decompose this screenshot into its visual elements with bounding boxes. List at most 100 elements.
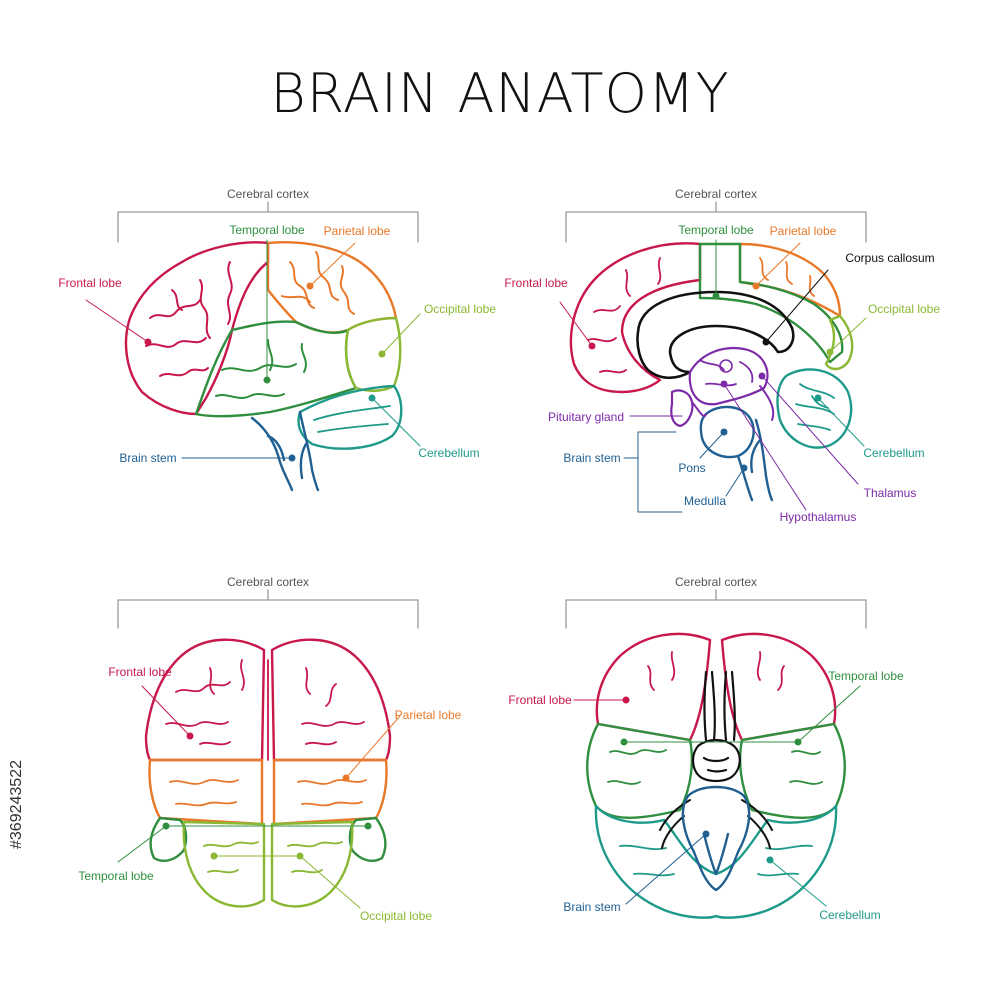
occipital-dot <box>826 348 834 356</box>
thalamus-leader <box>761 375 859 485</box>
temporal-lobe-folds <box>607 749 823 785</box>
frontal-label: Frontal lobe <box>508 693 572 707</box>
occipital-lobe-shape <box>344 316 402 392</box>
parietal-lobe-folds <box>281 251 355 315</box>
pons-leader <box>699 431 725 459</box>
cerebellum-folds <box>313 405 391 433</box>
panel-top-view: Cerebral cortex Frontal lobe Parietal lo… <box>78 575 461 923</box>
frontal-dot <box>622 696 630 704</box>
frontal-leader <box>85 299 149 343</box>
thalamus-dot <box>758 372 766 380</box>
occipital-lobe-shape <box>824 314 854 371</box>
olfactory-tracts <box>703 670 736 742</box>
temporal-dot <box>263 376 271 384</box>
temporal-lobe-folds <box>215 339 307 399</box>
occipital-dot <box>378 350 386 358</box>
temporal-label: Temporal lobe <box>229 223 305 237</box>
parietal-dot <box>306 282 314 290</box>
brain-stem-dot <box>288 454 296 462</box>
corpus-callosum-shape <box>636 290 795 380</box>
occipital-label: Occipital lobe <box>424 302 496 316</box>
frontal-lobe-shape <box>124 241 270 416</box>
parietal-label: Parietal lobe <box>324 224 391 238</box>
frontal-lobe-shape <box>595 632 837 742</box>
hypothalamus-label: Hypothalamus <box>780 510 857 524</box>
temporal-leader-left <box>117 825 167 863</box>
occipital-leader <box>299 855 361 909</box>
cerebellum-shape <box>776 368 853 449</box>
frontal-label: Frontal lobe <box>108 665 172 679</box>
pons-label: Pons <box>678 461 705 475</box>
temporal-lobe-shape <box>149 816 387 862</box>
brain-stem-label: Brain stem <box>119 451 176 465</box>
cerebellum-label: Cerebellum <box>418 446 479 460</box>
cortex-label: Cerebral cortex <box>675 575 757 589</box>
occipital-lobe-folds <box>203 841 343 874</box>
parietal-lobe-shape <box>738 242 842 318</box>
temporal-leader <box>797 685 861 743</box>
corpus-dot <box>762 338 770 346</box>
cerebellum-label: Cerebellum <box>863 446 924 460</box>
corpus-label: Corpus callosum <box>845 251 934 265</box>
brain-stem-label: Brain stem <box>563 900 620 914</box>
frontal-lobe-folds <box>647 651 785 691</box>
cortex-label: Cerebral cortex <box>675 187 757 201</box>
cortex-bracket <box>565 201 867 243</box>
occipital-leader <box>829 317 867 353</box>
hypothalamus-leader <box>723 383 807 511</box>
cerebellum-leader <box>769 859 827 907</box>
pituitary-label: Pituitary gland <box>548 410 624 424</box>
parietal-dot <box>342 774 350 782</box>
frontal-lobe-shape <box>144 638 392 762</box>
corpus-leader <box>765 269 829 343</box>
cerebellum-folds <box>795 383 835 431</box>
temporal-label: Temporal lobe <box>828 669 904 683</box>
parietal-label: Parietal lobe <box>395 708 462 722</box>
brain-stem-bracket <box>623 431 683 513</box>
parietal-lobe-folds <box>169 779 367 807</box>
parietal-leader <box>755 242 801 287</box>
parietal-dot <box>752 282 760 290</box>
frontal-leader <box>141 685 191 737</box>
brain-stem-label: Brain stem <box>563 451 620 465</box>
cerebellum-folds <box>619 844 813 877</box>
parietal-lobe-shape <box>148 758 388 826</box>
brain-stem-shape <box>250 410 320 492</box>
optic-chiasm <box>692 738 741 783</box>
cortex-bracket <box>565 589 867 629</box>
pineal-circle <box>719 359 733 373</box>
temporal-label: Temporal lobe <box>78 869 154 883</box>
frontal-label: Frontal lobe <box>504 276 568 290</box>
frontal-label: Frontal lobe <box>58 276 122 290</box>
temporal-lobe-shape <box>586 722 846 819</box>
thalamus-region-shape <box>688 346 769 406</box>
frontal-dot <box>186 732 194 740</box>
occipital-label: Occipital lobe <box>868 302 940 316</box>
page-title: BRAIN ANATOMY <box>270 62 730 125</box>
cortex-label: Cerebral cortex <box>227 575 309 589</box>
cerebellum-dot <box>766 856 774 864</box>
occipital-lobe-shape <box>182 820 354 908</box>
medulla-leader <box>725 467 745 497</box>
cerebellum-leader <box>817 397 865 447</box>
panel-sagittal-view: Cerebral cortex Frontal lobe Temporal lo… <box>504 187 940 524</box>
cerebellum-dot <box>814 394 822 402</box>
frontal-lobe-shape <box>569 242 702 394</box>
cortex-label: Cerebral cortex <box>227 187 309 201</box>
cranial-nerves <box>659 799 773 849</box>
medulla-shape <box>736 418 774 502</box>
hypothalamus-dot <box>720 380 728 388</box>
panel-lateral-view: Cerebral cortex Frontal lobe Temporal lo… <box>58 187 496 492</box>
frontal-leader <box>559 301 593 347</box>
cerebellum-label: Cerebellum <box>819 908 880 922</box>
medulla-label: Medulla <box>684 494 726 508</box>
hypothalamus-shape <box>691 385 775 421</box>
cerebellum-leader <box>371 397 421 447</box>
cerebellum-shape <box>594 804 838 919</box>
occipital-label: Occipital lobe <box>360 909 432 923</box>
parietal-leader <box>345 715 401 779</box>
brain-stem-dot <box>702 830 710 838</box>
thalamus-label: Thalamus <box>864 486 917 500</box>
frontal-dot <box>144 338 152 346</box>
